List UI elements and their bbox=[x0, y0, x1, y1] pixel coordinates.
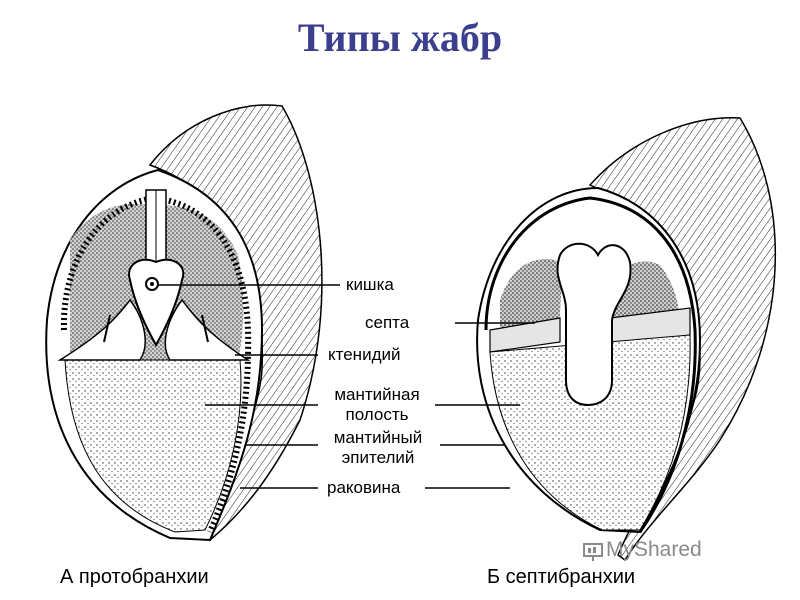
label-mantle-epithelium: мантийный эпителий bbox=[318, 428, 438, 468]
ctenidium-a-left bbox=[57, 298, 146, 361]
label-mantle-cavity: мантийная полость bbox=[318, 385, 436, 425]
mantle-epithelium-a bbox=[60, 194, 252, 534]
label-mantle-cavity-line2: полость bbox=[345, 405, 409, 424]
label-septum: септа bbox=[365, 313, 410, 332]
upper-cavity-b bbox=[500, 259, 562, 335]
myshared-logo-icon bbox=[583, 543, 603, 561]
watermark-text: MyShared bbox=[606, 538, 702, 561]
figure-b-septibranchia bbox=[476, 117, 777, 562]
label-shell: раковина bbox=[327, 478, 401, 497]
mantle-cavity-b bbox=[489, 334, 691, 531]
mantle-cavity-a bbox=[64, 359, 242, 533]
label-ctenidium: ктенидий bbox=[328, 345, 401, 364]
gut-b bbox=[556, 242, 632, 407]
figure-a-protobranchia bbox=[45, 104, 323, 542]
label-gut: кишка bbox=[346, 275, 394, 294]
label-mantle-epithelium-line2: эпителий bbox=[341, 448, 415, 467]
caption-septibranchia: Б септибранхии bbox=[487, 566, 636, 588]
mantle-epithelium-b bbox=[484, 196, 697, 533]
label-mantle-cavity-line1: мантийная bbox=[334, 385, 420, 404]
gut-a bbox=[128, 258, 185, 348]
page-title: Типы жабр bbox=[297, 15, 503, 60]
ctenidium-a-right bbox=[164, 298, 251, 361]
leader-lines bbox=[158, 284, 535, 489]
label-mantle-epithelium-line1: мантийный bbox=[333, 428, 423, 447]
caption-protobranchia: А протобранхии bbox=[60, 566, 209, 588]
